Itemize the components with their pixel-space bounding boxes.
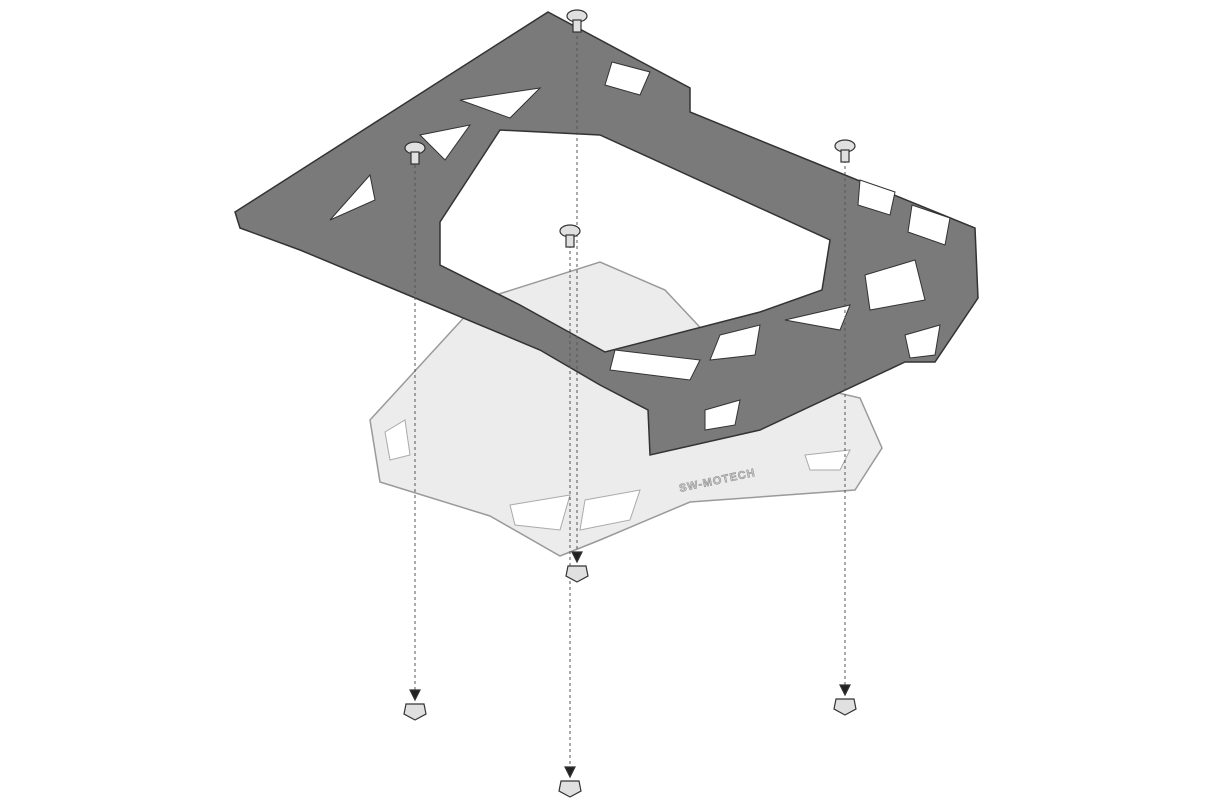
nut xyxy=(833,684,857,716)
nut xyxy=(558,766,582,798)
bolt xyxy=(559,224,581,248)
guide-lines xyxy=(414,30,846,765)
bolt xyxy=(834,139,856,163)
adapter-plate xyxy=(234,11,979,456)
nut xyxy=(403,689,427,721)
base-rack: SW-MOTECH xyxy=(369,261,883,557)
nuts xyxy=(403,551,857,798)
nut xyxy=(565,551,589,583)
bolt xyxy=(566,9,588,33)
bolts xyxy=(404,9,856,248)
bolt xyxy=(404,141,426,165)
